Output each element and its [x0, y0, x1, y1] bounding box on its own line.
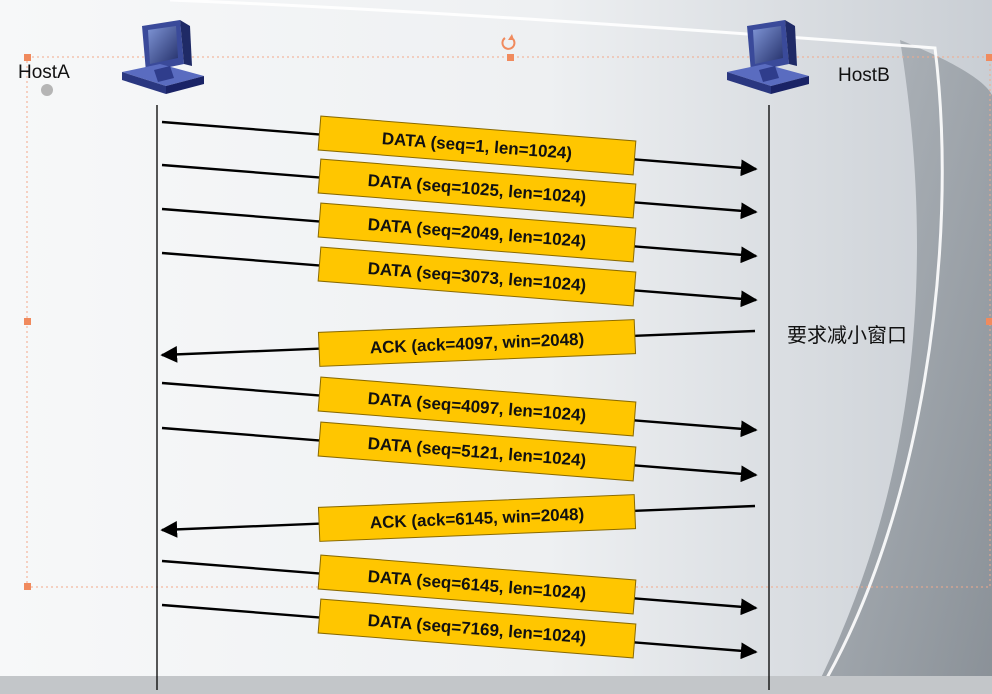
message-8: ACK (ack=6145, win=2048) [160, 494, 756, 542]
message-label-box: DATA (seq=5121, len=1024) [317, 421, 637, 482]
message-6: DATA (seq=4097, len=1024) [161, 376, 758, 438]
adjust-handle[interactable] [41, 84, 53, 96]
message-2: DATA (seq=1025, len=1024) [161, 158, 758, 220]
message-label-box: DATA (seq=4097, len=1024) [317, 376, 637, 437]
message-4: DATA (seq=3073, len=1024) [161, 246, 758, 308]
host-a-label: HostA [18, 62, 70, 83]
message-1: DATA (seq=1, len=1024) [161, 115, 758, 177]
message-label-box: ACK (ack=4097, win=2048) [317, 319, 637, 367]
host-b-label: HostB [838, 65, 890, 86]
message-7: DATA (seq=5121, len=1024) [161, 421, 758, 483]
message-label-box: DATA (seq=1, len=1024) [317, 115, 637, 176]
message-5: ACK (ack=4097, win=2048) [160, 319, 756, 367]
message-label-box: ACK (ack=6145, win=2048) [317, 494, 637, 542]
rotate-handle-icon[interactable] [501, 34, 516, 50]
message-label-box: DATA (seq=3073, len=1024) [317, 246, 637, 307]
message-label-box: DATA (seq=1025, len=1024) [317, 158, 637, 219]
window-shrink-note: 要求减小窗口 [787, 323, 907, 347]
